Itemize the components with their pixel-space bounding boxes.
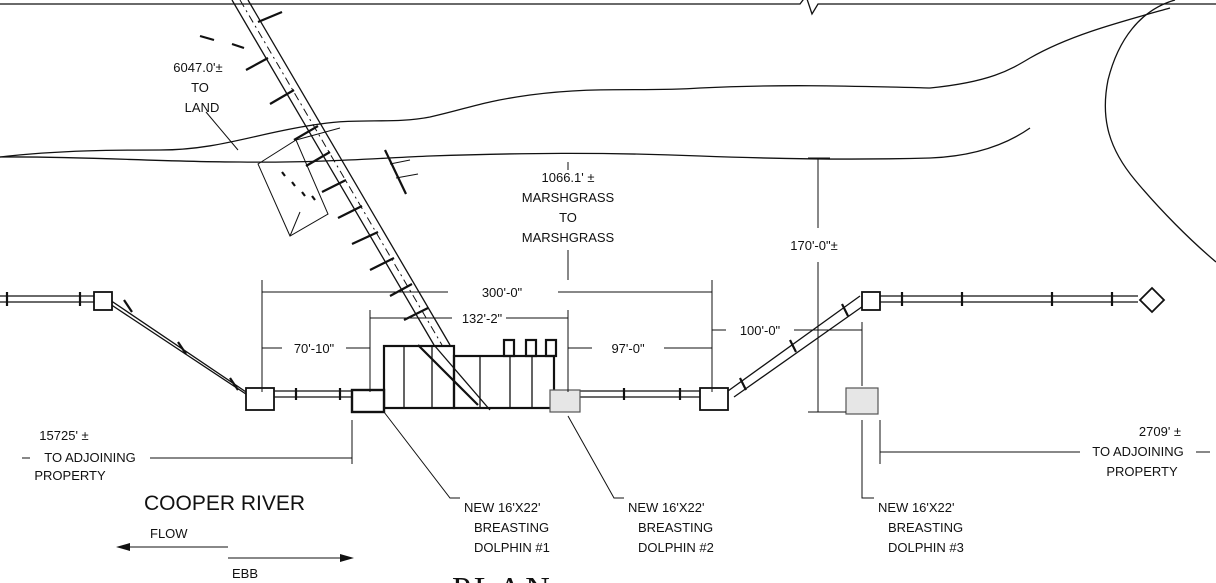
to-land-to: TO — [191, 80, 209, 95]
top-boundary-line — [0, 0, 1216, 16]
ebb-arrow — [228, 554, 354, 562]
dolphin-1-type: BREASTING — [474, 520, 549, 535]
dim-70: 70'-10" — [294, 341, 335, 356]
main-pier — [382, 338, 558, 410]
dolphin-callout-leaders — [383, 411, 874, 499]
marsh-label-2: TO — [559, 210, 577, 225]
dim-300: 300'-0" — [482, 285, 523, 300]
drawing-title: PLAN — [452, 571, 553, 583]
shoreline-lower-edge — [0, 127, 1031, 163]
flow-label: FLOW — [150, 526, 188, 541]
mooring-dolphins — [93, 286, 1166, 411]
dolphin-1-size: NEW 16'X22' — [464, 500, 541, 515]
right-mooring-walkway — [568, 295, 1138, 398]
dolphin-2-type: BREASTING — [638, 520, 713, 535]
right-adjoining-distance: 2709' ± — [1139, 424, 1181, 439]
marsh-distance: 1066.1' ± — [542, 170, 595, 185]
breasting-dolphin-2 — [549, 389, 581, 413]
dolphin-1-name: DOLPHIN #1 — [474, 540, 550, 555]
left-adjoining-to: TO ADJOINING — [44, 450, 136, 465]
approach-trestle — [231, 0, 491, 411]
to-land-land: LAND — [185, 100, 220, 115]
left-adjoining-distance: 15725' ± — [39, 428, 88, 443]
trestle-bents — [199, 10, 429, 321]
island-edge — [1104, 0, 1216, 263]
marsh-label-1: MARSHGRASS — [522, 190, 615, 205]
dolphin-2-name: DOLPHIN #2 — [638, 540, 714, 555]
left-mooring-walkway — [0, 295, 360, 403]
adjoining-leaders — [22, 420, 1210, 464]
dim-100: 100'-0" — [740, 323, 781, 338]
flow-arrow — [116, 543, 228, 551]
breasting-dolphin-1 — [350, 388, 386, 414]
shoreline-edge — [0, 7, 1171, 158]
breasting-dolphin-3 — [845, 387, 879, 415]
marsh-label-3: MARSHGRASS — [522, 230, 615, 245]
offshore-bent — [384, 149, 419, 195]
dolphin-2-size: NEW 16'X22' — [628, 500, 705, 515]
river-name: COOPER RIVER — [144, 492, 305, 515]
dim-97: 97'-0" — [611, 341, 645, 356]
dolphin-3-type: BREASTING — [888, 520, 963, 535]
right-adjoining-to: TO ADJOINING — [1092, 444, 1184, 459]
dimension-lines — [205, 111, 863, 413]
walkway-piles — [5, 292, 1114, 400]
dim-170: 170'-0"± — [790, 238, 837, 253]
existing-platform — [257, 127, 341, 237]
dolphin-3-size: NEW 16'X22' — [878, 500, 955, 515]
right-adjoining-property: PROPERTY — [1106, 464, 1178, 479]
dim-132: 132'-2" — [462, 311, 503, 326]
to-land-distance: 6047.0'± — [173, 60, 222, 75]
dolphin-3-name: DOLPHIN #3 — [888, 540, 964, 555]
left-adjoining-property: PROPERTY — [34, 468, 106, 483]
ebb-label: EBB — [232, 566, 258, 581]
